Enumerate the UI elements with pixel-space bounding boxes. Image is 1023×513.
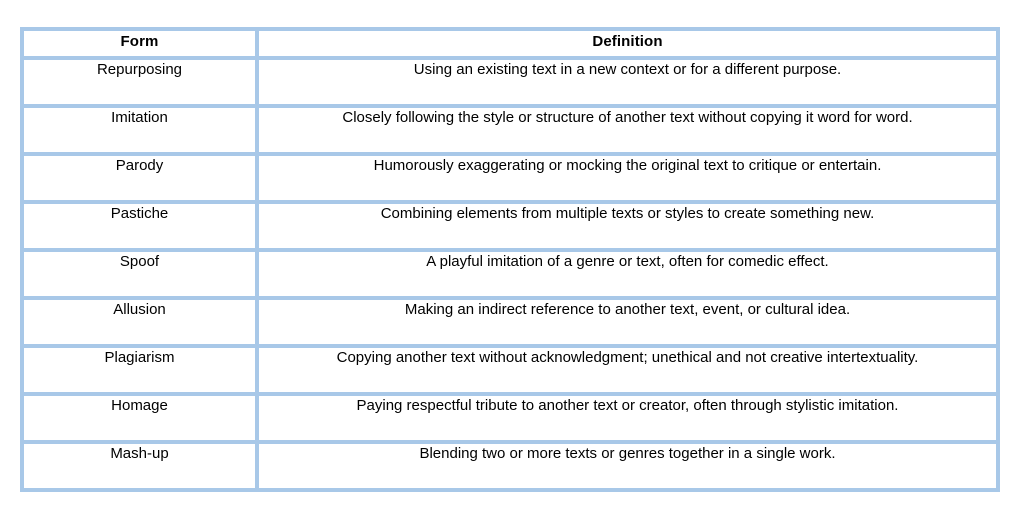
definition-text: Using an existing text in a new context … (413, 61, 842, 78)
cell-definition: A playful imitation of a genre or text, … (255, 248, 1000, 300)
cell-definition: Copying another text without acknowledgm… (255, 344, 1000, 396)
definition-text: Paying respectful tribute to another tex… (356, 397, 899, 414)
form-label: Imitation (111, 109, 168, 126)
table-header: Form Definition (20, 27, 1000, 60)
form-label: Mash-up (110, 445, 169, 462)
table-row: Pastiche Combining elements from multiple… (20, 200, 1000, 252)
definition-text: A playful imitation of a genre or text, … (426, 253, 829, 270)
table-row: Imitation Closely following the style or … (20, 104, 1000, 156)
table-container: Form Definition Repurposing Using an exis… (20, 27, 1000, 492)
definition-text: Copying another text without acknowledgm… (336, 349, 919, 366)
cell-definition: Blending two or more texts or genres tog… (255, 440, 1000, 492)
cell-form: Imitation (20, 104, 259, 156)
cell-definition: Combining elements from multiple texts o… (255, 200, 1000, 252)
form-label: Allusion (113, 301, 166, 318)
column-header-form: Form (20, 27, 259, 60)
cell-form: Allusion (20, 296, 259, 348)
table-row: Allusion Making an indirect reference to … (20, 296, 1000, 348)
cell-form: Repurposing (20, 56, 259, 108)
table-row: Homage Paying respectful tribute to anoth… (20, 392, 1000, 444)
form-label: Parody (115, 157, 164, 174)
form-label: Plagiarism (104, 349, 175, 366)
definition-text: Combining elements from multiple texts o… (380, 205, 875, 222)
definition-text: Humorously exaggerating or mocking the o… (373, 157, 882, 174)
cell-form: Mash-up (20, 440, 259, 492)
definition-text: Making an indirect reference to another … (404, 301, 851, 318)
form-label: Repurposing (96, 61, 183, 78)
cell-definition: Paying respectful tribute to another tex… (255, 392, 1000, 444)
cell-form: Pastiche (20, 200, 259, 252)
cell-definition: Making an indirect reference to another … (255, 296, 1000, 348)
cell-form: Parody (20, 152, 259, 204)
definition-text: Blending two or more texts or genres tog… (419, 445, 836, 462)
table-row: Repurposing Using an existing text in a n… (20, 56, 1000, 108)
cell-form: Homage (20, 392, 259, 444)
form-label: Homage (111, 397, 168, 414)
form-label: Pastiche (110, 205, 169, 222)
table-row: Spoof A playful imitation of a genre or t… (20, 248, 1000, 300)
column-header-definition: Definition (255, 27, 1000, 60)
column-header-form-label: Form (120, 33, 159, 50)
cell-definition: Using an existing text in a new context … (255, 56, 1000, 108)
form-label: Spoof (119, 253, 160, 270)
column-header-definition-label: Definition (592, 33, 663, 50)
cell-definition: Closely following the style or structure… (255, 104, 1000, 156)
table-header-row: Form Definition (20, 27, 1000, 60)
cell-form: Spoof (20, 248, 259, 300)
cell-definition: Humorously exaggerating or mocking the o… (255, 152, 1000, 204)
table-row: Plagiarism Copying another text without a… (20, 344, 1000, 396)
table-body: Repurposing Using an existing text in a n… (20, 56, 1000, 492)
table-row: Mash-up Blending two or more texts or gen… (20, 440, 1000, 492)
definition-text: Closely following the style or structure… (342, 109, 913, 126)
cell-form: Plagiarism (20, 344, 259, 396)
table-row: Parody Humorously exaggerating or mocking… (20, 152, 1000, 204)
forms-definitions-table: Form Definition Repurposing Using an exis… (20, 27, 1000, 492)
